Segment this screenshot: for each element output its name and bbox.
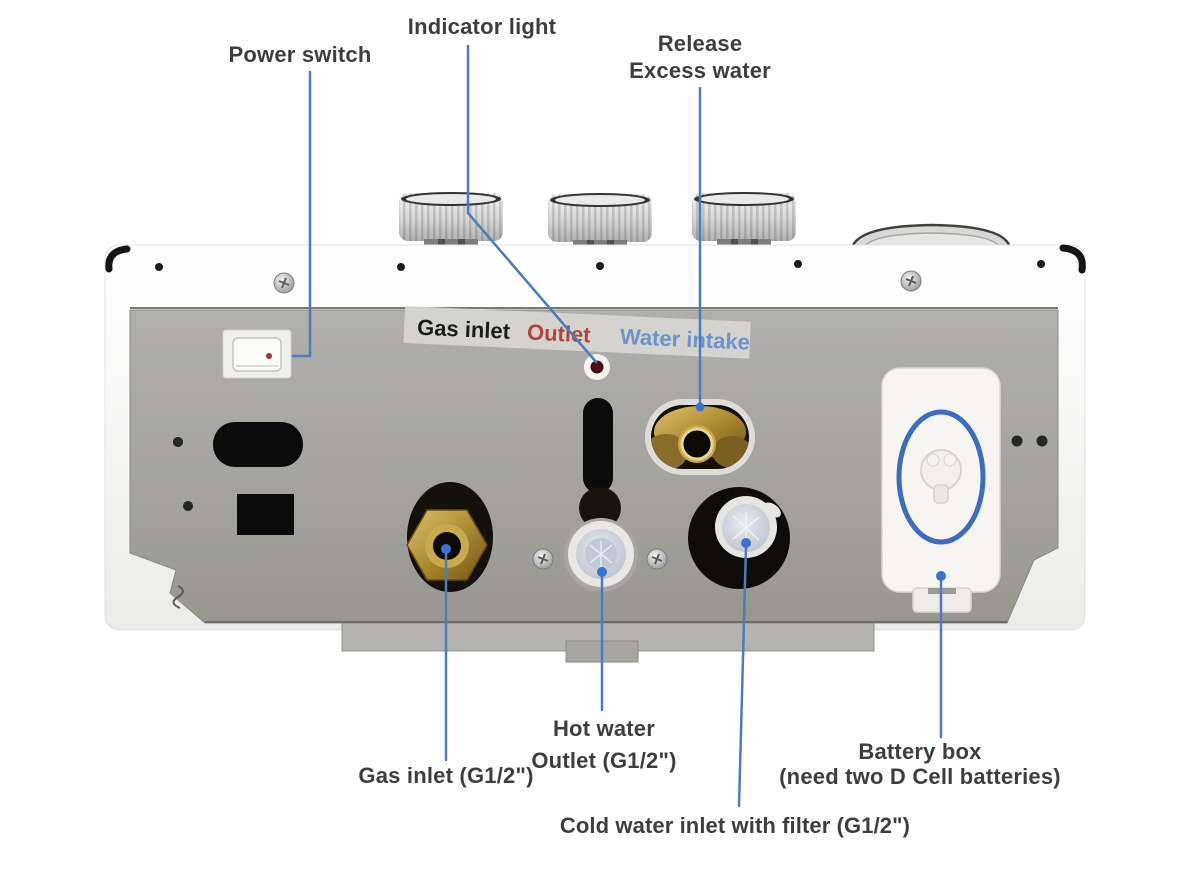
panel-scratch-mark xyxy=(172,585,184,609)
panel-hole-dot xyxy=(1011,435,1023,447)
control-knob-left xyxy=(399,192,503,252)
battery-box xyxy=(881,367,1001,613)
control-knob-middle xyxy=(548,193,652,253)
panel-slot-horizontal xyxy=(213,422,303,467)
panel-cutout-rect xyxy=(237,494,294,535)
release-valve-port xyxy=(645,399,755,475)
vent-collar-inner xyxy=(863,232,1001,249)
callout-gas-inlet: Gas inlet (G1/2") xyxy=(358,763,534,788)
leader-dot-cold-water xyxy=(741,538,751,548)
control-knobs xyxy=(399,192,796,253)
hot-water-outlet-port xyxy=(564,487,638,592)
leader-dot-battery xyxy=(936,571,946,581)
panel-print-outlet: Outlet xyxy=(527,320,592,348)
screw xyxy=(646,548,668,570)
screw xyxy=(273,272,295,294)
control-knob-right xyxy=(692,192,796,252)
panel-hole-dot xyxy=(173,437,183,447)
rivet-dot xyxy=(596,262,604,270)
rivet-dot xyxy=(794,260,802,268)
leader-dot-hot-water xyxy=(597,567,607,577)
panel-hole-dot xyxy=(1036,435,1048,447)
rivet-dot xyxy=(155,263,163,271)
callout-hot-water-line1: Hot water xyxy=(552,716,656,741)
power-switch-red-dot xyxy=(266,353,272,359)
panel-label-strip: Gas inlet Outlet Water intake xyxy=(403,306,751,359)
corner-mark-left xyxy=(105,245,131,273)
callout-hot-water-line2: Outlet (G1/2") xyxy=(531,748,677,774)
battery-box-ring xyxy=(896,409,986,545)
callout-indicator-light: Indicator light xyxy=(407,14,557,39)
leader-dots xyxy=(441,402,946,581)
panel-print-gas-inlet: Gas inlet xyxy=(417,315,512,344)
leader-line-cold-water-inlet xyxy=(737,544,748,808)
callout-battery-line2: (need two D Cell batteries) xyxy=(779,764,1061,790)
callout-release-line2: Excess water xyxy=(629,58,771,84)
rivet-dot xyxy=(397,263,405,271)
corner-mark-right xyxy=(1059,244,1086,274)
panel-hole-dot xyxy=(183,501,193,511)
callout-power-switch: Power switch xyxy=(228,42,372,67)
leader-line-power-switch xyxy=(291,70,312,358)
screw xyxy=(900,270,922,292)
indicator-light xyxy=(584,354,610,380)
power-switch xyxy=(222,329,292,379)
panel-slot-vertical xyxy=(583,398,613,493)
callout-hot-water-outlet: Hot water Outlet (G1/2") xyxy=(484,716,724,774)
rivet-dot xyxy=(1037,260,1045,268)
screw xyxy=(532,548,554,570)
callout-release-excess-water: Release Excess water xyxy=(580,31,820,84)
gas-inlet-port xyxy=(406,482,493,592)
callout-battery-line1: Battery box xyxy=(858,739,982,764)
callout-cold-water-inlet: Cold water inlet with filter (G1/2") xyxy=(559,813,911,838)
callout-release-line1: Release xyxy=(657,31,743,56)
leader-line-indicator-light xyxy=(466,44,598,364)
leader-dot-gas xyxy=(441,544,451,554)
cold-water-inlet-port xyxy=(688,487,790,589)
callout-battery-box: Battery box (need two D Cell batteries) xyxy=(760,739,1080,790)
leader-dot-release xyxy=(695,402,705,412)
panel-print-water-intake: Water intake xyxy=(619,324,750,355)
leader-lines xyxy=(291,44,943,808)
